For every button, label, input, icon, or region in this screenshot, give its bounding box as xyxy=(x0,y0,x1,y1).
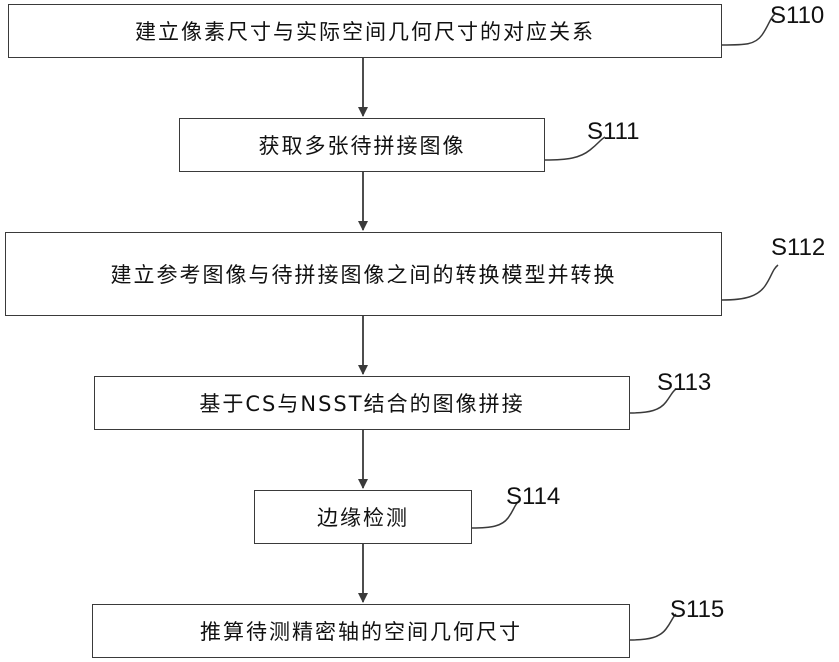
step-label-s110: S110 xyxy=(770,2,824,30)
step-text-s114: 边缘检测 xyxy=(317,502,409,532)
step-label-s111: S111 xyxy=(587,118,640,146)
step-box-s111: 获取多张待拼接图像 xyxy=(179,118,545,172)
step-text-s110: 建立像素尺寸与实际空间几何尺寸的对应关系 xyxy=(135,16,595,46)
step-text-s115: 推算待测精密轴的空间几何尺寸 xyxy=(200,616,522,646)
step-label-s114: S114 xyxy=(506,483,560,511)
step-box-s115: 推算待测精密轴的空间几何尺寸 xyxy=(92,604,630,658)
step-box-s110: 建立像素尺寸与实际空间几何尺寸的对应关系 xyxy=(8,4,722,58)
step-text-s113: 基于CS与NSST结合的图像拼接 xyxy=(199,388,524,418)
leader-curve-s110 xyxy=(722,14,775,45)
step-text-s111: 获取多张待拼接图像 xyxy=(259,130,466,160)
step-label-s115: S115 xyxy=(670,596,724,624)
step-label-s112: S112 xyxy=(771,234,825,262)
step-box-s114: 边缘检测 xyxy=(254,490,472,544)
step-text-s112: 建立参考图像与待拼接图像之间的转换模型并转换 xyxy=(111,259,617,289)
step-label-s113: S113 xyxy=(657,369,711,397)
step-box-s113: 基于CS与NSST结合的图像拼接 xyxy=(94,376,630,430)
leader-curve-s112 xyxy=(722,265,778,300)
step-box-s112: 建立参考图像与待拼接图像之间的转换模型并转换 xyxy=(5,232,722,316)
